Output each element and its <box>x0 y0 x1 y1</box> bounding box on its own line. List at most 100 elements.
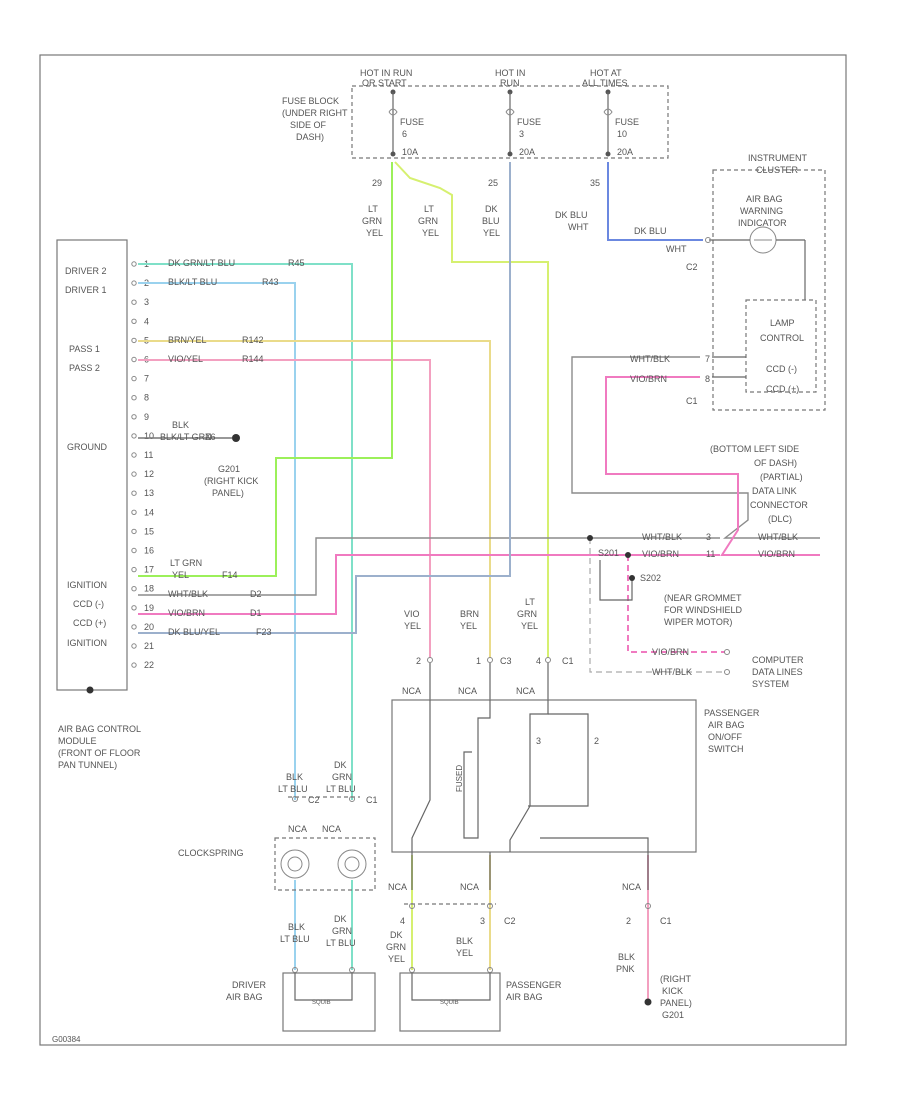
svg-text:C2: C2 <box>686 262 698 272</box>
acm-pin-terminal <box>131 547 137 554</box>
fuse-10-amp: 20A <box>617 147 633 157</box>
svg-text:R43: R43 <box>262 277 279 287</box>
svg-text:PANEL): PANEL) <box>660 998 692 1008</box>
svg-text:C3: C3 <box>500 656 512 666</box>
svg-text:CCD (+): CCD (+) <box>73 618 106 628</box>
svg-text:CCD (+): CCD (+) <box>766 384 799 394</box>
diagram-border <box>39 54 847 1046</box>
acm-pin-terminal <box>131 414 137 420</box>
svg-text:F14: F14 <box>222 570 238 580</box>
svg-text:BLU: BLU <box>482 216 500 226</box>
svg-text:DK: DK <box>485 204 498 214</box>
instrument-cluster: INSTRUMENT CLUSTER AIR BAG WARNING INDIC… <box>630 153 826 411</box>
svg-text:BLK: BLK <box>172 420 189 430</box>
svg-text:PNK: PNK <box>616 964 635 974</box>
svg-text:YEL: YEL <box>483 228 500 238</box>
svg-text:F23: F23 <box>256 627 272 637</box>
svg-text:LT: LT <box>424 204 434 214</box>
computer-data-lines-system: VIO/BRN WHT/BLK COMPUTER DATA LINES SYST… <box>652 647 804 689</box>
wire-dk-blu-yel <box>138 162 511 634</box>
svg-text:(PARTIAL): (PARTIAL) <box>760 472 803 482</box>
fuse-block-hot-header-3: HOT IN <box>495 68 525 78</box>
svg-text:(RIGHT: (RIGHT <box>660 974 691 984</box>
acm-pin-number: 15 <box>144 526 154 536</box>
wire-cluster-vio-brn <box>605 376 820 556</box>
svg-text:YEL: YEL <box>172 570 189 580</box>
svg-text:WIPER MOTOR): WIPER MOTOR) <box>664 617 732 627</box>
svg-text:INSTRUMENT: INSTRUMENT <box>748 153 807 163</box>
acm-pin-number: 13 <box>144 488 154 498</box>
acm-pin-terminal <box>131 566 137 573</box>
wire-vio-brn-d1 <box>138 554 720 615</box>
svg-text:3: 3 <box>480 916 485 926</box>
svg-text:ON/OFF: ON/OFF <box>708 732 742 742</box>
svg-text:7: 7 <box>705 354 710 364</box>
svg-text:GRN: GRN <box>332 926 352 936</box>
svg-text:PASSENGER: PASSENGER <box>704 708 760 718</box>
svg-text:LT: LT <box>525 597 535 607</box>
svg-text:NCA: NCA <box>388 882 407 892</box>
svg-text:LT GRN: LT GRN <box>170 558 202 568</box>
svg-text:YEL: YEL <box>456 948 473 958</box>
svg-text:4: 4 <box>536 656 541 666</box>
svg-text:DK BLU: DK BLU <box>555 210 588 220</box>
svg-text:VIO/BRN: VIO/BRN <box>758 549 795 559</box>
svg-text:VIO: VIO <box>404 609 420 619</box>
svg-text:NCA: NCA <box>322 824 341 834</box>
svg-text:C1: C1 <box>562 656 574 666</box>
svg-text:PANEL): PANEL) <box>212 488 244 498</box>
fuse-3-amp: 20A <box>519 147 535 157</box>
acm-pin-number: 8 <box>144 393 149 403</box>
svg-text:NCA: NCA <box>622 882 641 892</box>
svg-text:DK BLU: DK BLU <box>634 226 667 236</box>
acm-pin-terminal <box>131 662 137 668</box>
svg-text:DK GRN/LT BLU: DK GRN/LT BLU <box>168 258 235 268</box>
figure-number: G00384 <box>52 1035 81 1044</box>
passenger-air-bag: DK GRN YEL BLK YEL SQUIB PASSENGER AIR B… <box>386 930 562 1032</box>
svg-text:G201: G201 <box>662 1010 684 1020</box>
fuse-6-name: FUSE <box>400 117 424 127</box>
wire-wht-blk-d2 <box>138 537 720 596</box>
svg-text:VIO/BRN: VIO/BRN <box>168 608 205 618</box>
acm-caption-2: MODULE <box>58 736 97 746</box>
svg-text:VIO/BRN: VIO/BRN <box>652 647 689 657</box>
svg-text:CONTROL: CONTROL <box>760 333 804 343</box>
svg-text:BLK/LT BLU: BLK/LT BLU <box>168 277 217 287</box>
svg-text:SYSTEM: SYSTEM <box>752 679 789 689</box>
svg-text:YEL: YEL <box>404 621 421 631</box>
acm-pin-terminal <box>131 586 137 592</box>
clockspring: BLK LT BLU DK GRN LT BLU C2 C1 NCA NCA C… <box>178 760 378 948</box>
svg-text:C2: C2 <box>308 795 320 805</box>
svg-text:S201: S201 <box>598 548 619 558</box>
svg-text:SQUIB: SQUIB <box>440 1000 459 1006</box>
acm-pin-terminal <box>131 452 137 458</box>
svg-text:CONNECTOR: CONNECTOR <box>750 500 808 510</box>
svg-text:WHT/BLK: WHT/BLK <box>630 354 670 364</box>
svg-text:WHT: WHT <box>666 244 687 254</box>
fuse-block-hot-header-1: HOT IN RUN <box>360 68 412 78</box>
wire-lt-grn-f14 <box>138 162 393 577</box>
fuse-10-num: 10 <box>617 129 627 139</box>
acm-pin-number: 7 <box>144 374 149 384</box>
svg-text:DATA LINK: DATA LINK <box>752 486 797 496</box>
svg-text:YEL: YEL <box>422 228 439 238</box>
svg-text:NCA: NCA <box>460 882 479 892</box>
svg-text:GRN: GRN <box>362 216 382 226</box>
svg-text:11: 11 <box>706 549 715 559</box>
svg-text:(BOTTOM LEFT SIDE: (BOTTOM LEFT SIDE <box>710 444 799 454</box>
svg-text:LT BLU: LT BLU <box>280 934 310 944</box>
svg-text:8: 8 <box>705 374 710 384</box>
svg-text:WHT/BLK: WHT/BLK <box>652 667 692 677</box>
fuse-3-name: FUSE <box>517 117 541 127</box>
svg-text:IGNITION: IGNITION <box>67 580 107 590</box>
acm-caption-1: AIR BAG CONTROL <box>58 724 141 734</box>
svg-text:Z6: Z6 <box>205 432 216 442</box>
wire-vio-yel <box>138 359 431 658</box>
acm-pin-number: 20 <box>144 622 154 632</box>
ground-near-grommet: S202 (NEAR GROMMET FOR WINDSHIELD WIPER … <box>599 560 743 627</box>
svg-text:LT: LT <box>368 204 378 214</box>
svg-text:(RIGHT KICK: (RIGHT KICK <box>204 476 258 486</box>
svg-text:WHT/BLK: WHT/BLK <box>642 532 682 542</box>
